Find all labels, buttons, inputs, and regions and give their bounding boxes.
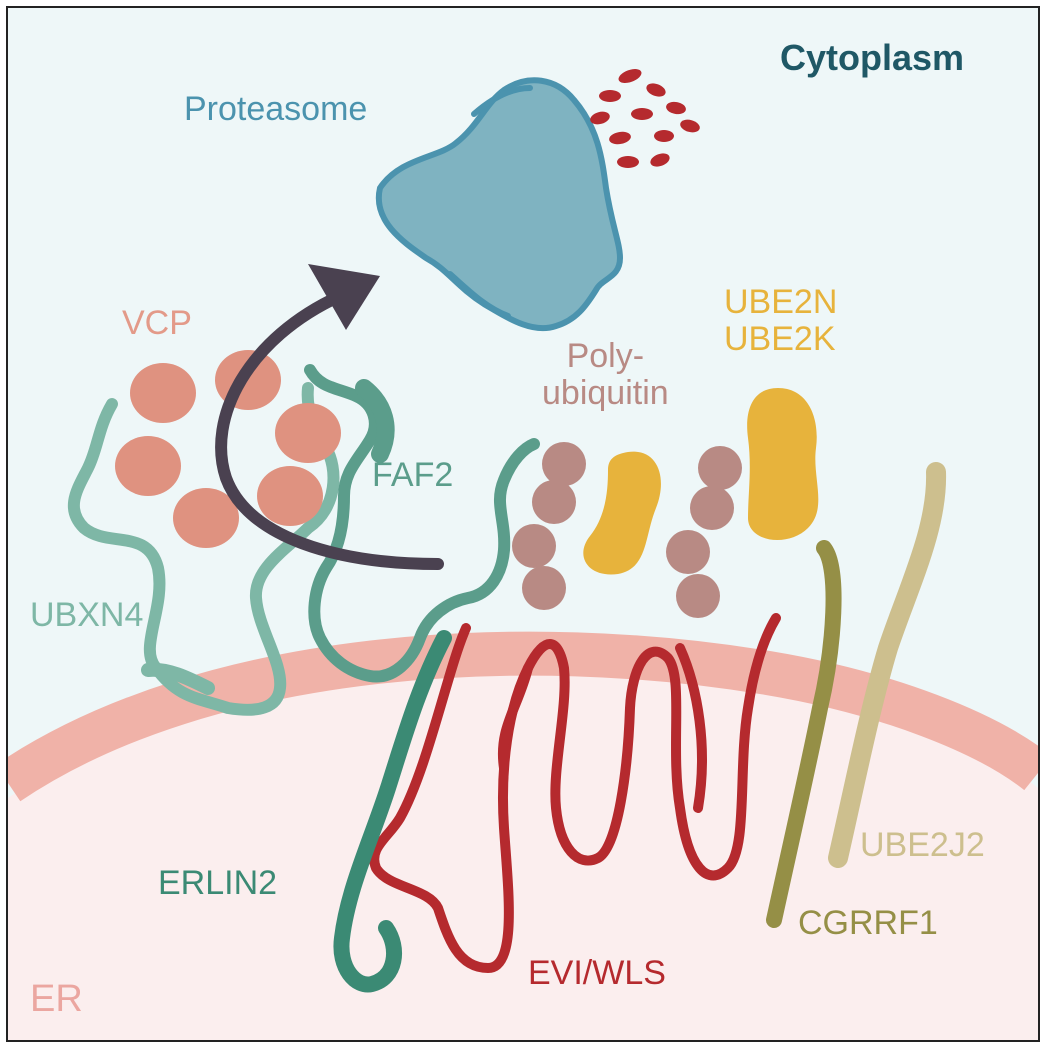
ubiquitin xyxy=(542,442,586,486)
ubiquitin xyxy=(512,524,556,568)
cgrrf1-label: CGRRF1 xyxy=(798,904,938,942)
evi-wls-loop xyxy=(497,643,707,813)
ubxn4-label: UBXN4 xyxy=(30,596,144,634)
er-membrane xyxy=(8,631,1038,802)
ubiquitin xyxy=(690,486,734,530)
er-label: ER xyxy=(30,978,83,1020)
peptide-fragments xyxy=(590,69,700,168)
polyubiquitin-chain-1 xyxy=(512,442,586,610)
extraction-arrow-head xyxy=(308,264,380,330)
ubiquitin xyxy=(698,446,742,490)
vcp-subunit xyxy=(257,466,323,526)
ubiquitin xyxy=(532,480,576,524)
diagram-canvas xyxy=(8,69,1038,1040)
ube2k-label: UBE2K xyxy=(724,319,836,358)
ubiquitin xyxy=(676,574,720,618)
proteasome-shape xyxy=(375,77,624,332)
ube2j2-protein xyxy=(828,462,947,868)
ube2n-label: UBE2N xyxy=(724,283,838,321)
ube2-enzyme-1 xyxy=(583,451,661,575)
ubiquitin xyxy=(522,566,566,610)
ubxn4-ribbon xyxy=(67,382,340,716)
ube2-enzyme-2 xyxy=(747,388,819,541)
vcp-subunit xyxy=(130,363,196,423)
diagram-frame: Cytoplasm Proteasome VCP FAF2 UBXN4 Poly… xyxy=(6,6,1040,1042)
evi-wls-protein xyxy=(369,613,781,973)
polyubiquitin-label-line1: Poly- xyxy=(566,337,645,375)
proteasome-cap-bottom xyxy=(447,271,511,319)
proteasome-cap-top xyxy=(471,85,533,117)
ube2j2-label: UBE2J2 xyxy=(860,826,985,864)
evi-wls-label: EVI/WLS xyxy=(528,954,666,992)
erlin2-label: ERLIN2 xyxy=(158,864,278,902)
cgrrf1-protein xyxy=(766,540,842,928)
vcp-hexamer xyxy=(115,350,341,548)
faf2-label: FAF2 xyxy=(372,456,454,494)
vcp-subunit xyxy=(173,488,239,548)
cytoplasm-label: Cytoplasm xyxy=(780,37,965,78)
er-lumen xyxy=(8,667,1038,1040)
ubxn4-ribbon-tail xyxy=(141,662,215,695)
faf2-ribbon-accent xyxy=(355,379,395,463)
polyubiquitin-label: Poly- ubiquitin xyxy=(542,338,669,411)
vcp-subunit xyxy=(275,403,341,463)
extraction-arrow xyxy=(215,290,444,570)
polyubiquitin-label-line2: ubiquitin xyxy=(542,373,669,412)
ube2-label: UBE2N UBE2K xyxy=(724,284,837,357)
vcp-label: VCP xyxy=(122,304,192,342)
vcp-subunit xyxy=(115,436,181,496)
faf2-ribbon xyxy=(304,364,540,683)
polyubiquitin-chain-2 xyxy=(666,446,742,618)
proteasome-label: Proteasome xyxy=(184,90,368,128)
erlin2-protein xyxy=(333,630,452,993)
ubiquitin xyxy=(666,530,710,574)
